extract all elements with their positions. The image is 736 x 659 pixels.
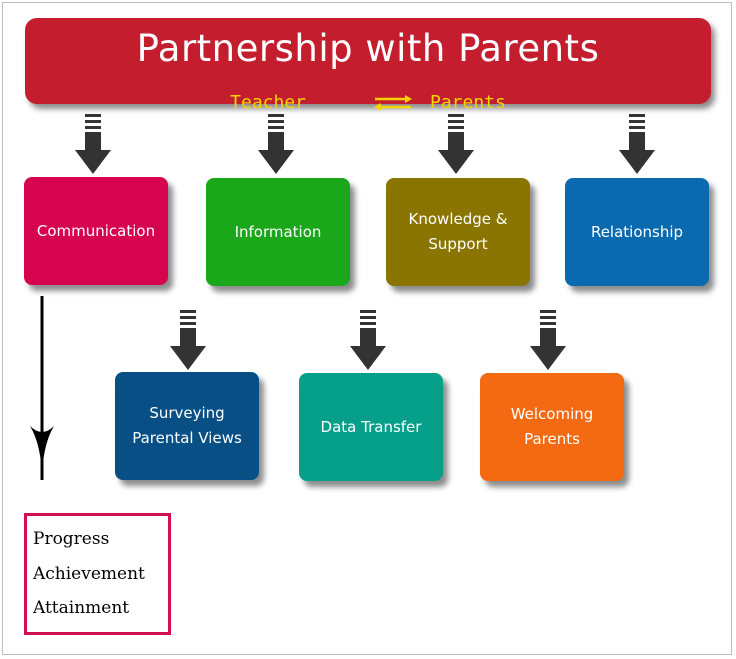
long-down-arrow-icon	[30, 296, 54, 482]
title-banner: Partnership with Parents Teacher Parents	[25, 18, 711, 113]
banner-title: Partnership with Parents	[136, 27, 600, 70]
data-transfer-label: Data Transfer	[320, 417, 422, 436]
down-arrow-icon	[258, 114, 294, 174]
down-arrow-icon	[350, 310, 386, 370]
parents-label: Parents	[430, 92, 506, 113]
communication-label: Communication	[36, 221, 156, 240]
welcoming-parents-label: Welcoming Parents	[510, 405, 594, 448]
surveying-parental-views-label: Surveying Parental Views	[132, 404, 242, 447]
information-box: Information	[206, 178, 350, 286]
communication-box: Communication	[24, 177, 168, 285]
relationship-label: Relationship	[590, 222, 684, 241]
welcoming-parents-box: Welcoming Parents	[480, 373, 624, 481]
outcome-progress: Progress	[33, 529, 110, 549]
down-arrow-icon	[619, 114, 655, 174]
down-arrow-icon	[75, 114, 111, 174]
relationship-box: Relationship	[565, 178, 709, 286]
outcome-attainment: Attainment	[33, 598, 130, 618]
knowledge-support-box: Knowledge & Support	[386, 178, 530, 286]
knowledge-support-label: Knowledge & Support	[408, 210, 508, 253]
down-arrow-icon	[530, 310, 566, 370]
information-label: Information	[234, 222, 322, 241]
outcomes-box: Progress Achievement Attainment	[24, 513, 171, 635]
down-arrow-icon	[438, 114, 474, 174]
data-transfer-box: Data Transfer	[299, 373, 443, 481]
surveying-parental-views-box: Surveying Parental Views	[115, 372, 259, 480]
banner-subtitle: Teacher Parents	[25, 88, 711, 113]
down-arrow-icon	[170, 310, 206, 370]
exchange-arrows-icon	[374, 95, 412, 111]
teacher-label: Teacher	[230, 92, 306, 113]
outcome-achievement: Achievement	[33, 564, 145, 584]
